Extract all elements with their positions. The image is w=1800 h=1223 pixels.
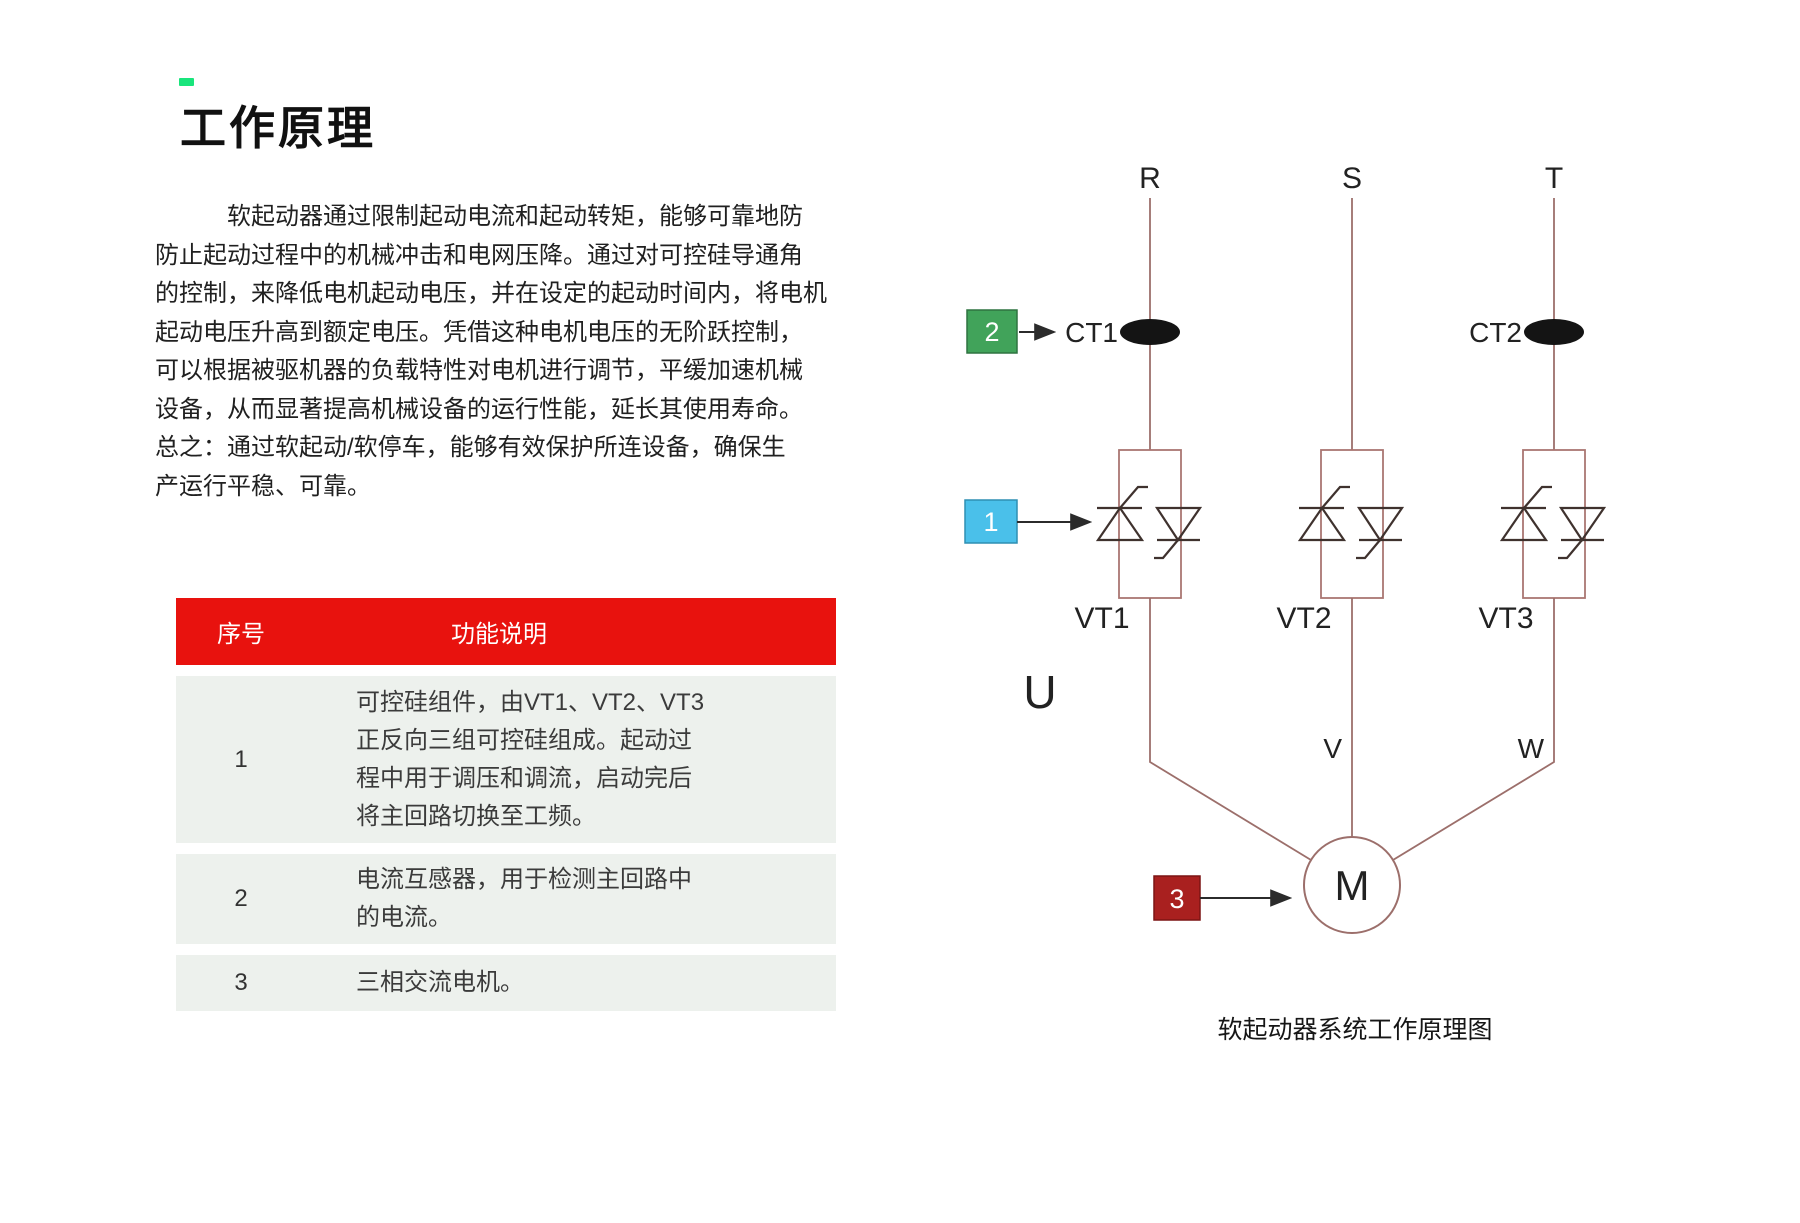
paragraph-line: 设备，从而显著提高机械设备的运行性能，延长其使用寿命。 xyxy=(155,395,803,423)
row-number: 2 xyxy=(234,885,248,912)
row-description: 电流互感器，用于检测主回路中 的电流。 xyxy=(306,854,836,944)
ct1-label: CT1 xyxy=(1065,317,1118,348)
row-number: 1 xyxy=(234,745,248,773)
vt2-label: VT2 xyxy=(1276,602,1331,635)
diagram-caption: 软起动器系统工作原理图 xyxy=(1217,1016,1493,1044)
table-row: 2 电流互感器，用于检测主回路中 的电流。 xyxy=(176,854,836,944)
table-header: 序号 功能说明 xyxy=(176,598,836,665)
description-line: 电流互感器，用于检测主回路中 xyxy=(356,866,692,893)
circuit-diagram: R S T VT1 VT2 VT3 CT1 CT2 U V W M 2 1 3 xyxy=(964,162,1607,934)
callout-2-number: 2 xyxy=(984,317,999,347)
row-number: 3 xyxy=(234,969,248,996)
output-label-v: V xyxy=(1323,733,1342,764)
output-label-w: W xyxy=(1518,733,1545,764)
thyristor-pair-icon-vt3 xyxy=(1499,485,1607,560)
description-line: 正反向三组可控硅组成。起动过 xyxy=(356,726,692,754)
spec-table: 序号 功能说明 1 可控硅组件，由VT1、VT2、VT3 正反向三组可控硅组成。… xyxy=(176,598,836,1011)
paragraph-line: 总之：通过软起动/软停车，能够有效保护所连设备，确保生 xyxy=(155,434,786,461)
paragraph-line: 的控制，来降低电机起动电压，并在设定的起动时间内，将电机 xyxy=(155,280,827,307)
row-description: 三相交流电机。 xyxy=(306,955,836,1011)
phase-label-s: S xyxy=(1342,162,1362,195)
paragraph-line: 可以根据被驱机器的负载特性对电机进行调节，平缓加速机械 xyxy=(155,357,803,384)
callout-2-box xyxy=(966,309,1018,354)
description-line: 可控硅组件，由VT1、VT2、VT3 xyxy=(356,688,705,716)
callout-3-number: 3 xyxy=(1169,884,1184,914)
vt1-label: VT1 xyxy=(1074,602,1129,635)
table-row: 3 三相交流电机。 xyxy=(176,955,836,1011)
phase-label-r: R xyxy=(1139,162,1161,195)
paragraph-line: 软起动器通过限制起动电流和起动转矩，能够可靠地防 xyxy=(227,203,803,230)
current-transformer-ct1-icon xyxy=(1120,319,1180,345)
output-label-u: U xyxy=(1023,666,1056,718)
paragraph-line: 起动电压升高到额定电压。凭借这种电机电压的无阶跃控制， xyxy=(155,318,803,346)
row-description: 可控硅组件，由VT1、VT2、VT3 正反向三组可控硅组成。起动过 程中用于调压… xyxy=(306,676,836,843)
ct2-label: CT2 xyxy=(1469,317,1522,348)
motor-circle xyxy=(1303,836,1401,934)
intro-paragraph: 软起动器通过限制起动电流和起动转矩，能够可靠地防 防止起动过程中的机械冲击和电网… xyxy=(155,198,855,506)
accent-dash xyxy=(179,78,194,86)
output-wire-u xyxy=(1149,598,1312,861)
motor-label: M xyxy=(1335,862,1370,909)
page-title: 工作原理 xyxy=(180,102,376,154)
thyristor-module-box-vt2 xyxy=(1320,449,1384,599)
description-line: 三相交流电机。 xyxy=(356,969,524,996)
callout-3-box xyxy=(1153,875,1201,921)
description-line: 程中用于调压和调流，启动完后 xyxy=(356,764,692,792)
current-transformer-ct2-icon xyxy=(1524,319,1584,345)
vt3-label: VT3 xyxy=(1478,602,1533,635)
thyristor-pair-icon-vt2 xyxy=(1297,485,1405,560)
thyristor-module-box-vt1 xyxy=(1118,449,1182,599)
output-wire-w xyxy=(1392,598,1555,861)
paragraph-line: 防止起动过程中的机械冲击和电网压降。通过对可控硅导通角 xyxy=(155,241,803,269)
callout-1-number: 1 xyxy=(983,507,998,537)
phase-label-t: T xyxy=(1545,162,1563,195)
table-row: 1 可控硅组件，由VT1、VT2、VT3 正反向三组可控硅组成。起动过 程中用于… xyxy=(176,676,836,843)
paragraph-line: 产运行平稳、可靠。 xyxy=(155,472,371,500)
header-cell-number: 序号 xyxy=(217,621,265,648)
thyristor-pair-icon-vt1 xyxy=(1095,485,1203,560)
description-line: 将主回路切换至工频。 xyxy=(356,802,596,830)
description-line: 的电流。 xyxy=(356,904,452,931)
header-cell-description: 功能说明 xyxy=(451,621,547,648)
thyristor-module-box-vt3 xyxy=(1522,449,1586,599)
